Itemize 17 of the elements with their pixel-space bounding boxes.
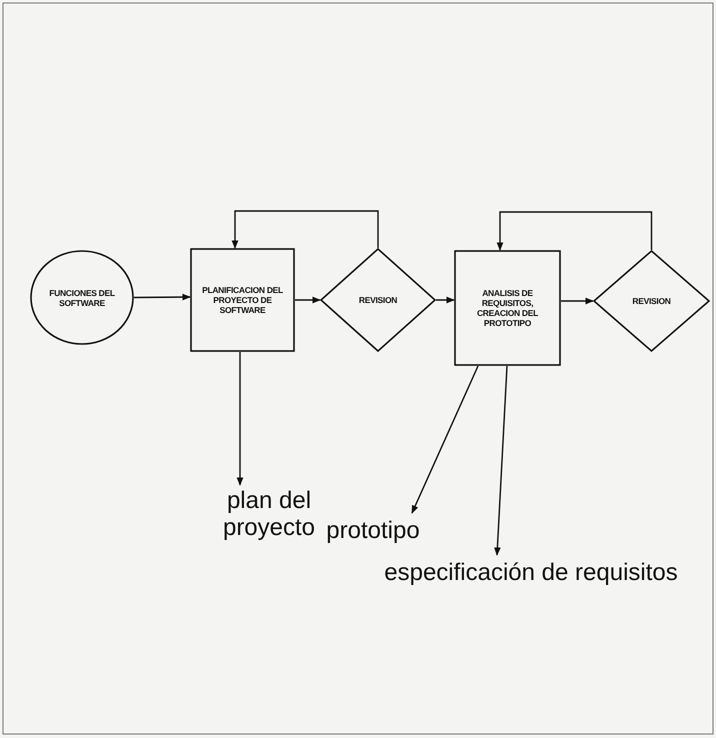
node-label: REVISION xyxy=(631,296,672,306)
arrow xyxy=(295,296,321,304)
arrow xyxy=(436,296,455,304)
node-label: REVISION xyxy=(358,295,398,305)
output-label: prototipo xyxy=(326,516,420,544)
output-label: especificación de requisitos xyxy=(384,558,678,586)
arrow xyxy=(134,294,191,300)
arrow xyxy=(232,210,379,249)
node-label: ANALISIS DE REQUISITOS, CREACION DEL PROTOTIPO xyxy=(476,288,540,328)
node-label: PLANIFICACION DEL PROYECTO DE SOFTWARE xyxy=(201,285,284,315)
output-label: plan del proyecto xyxy=(222,487,316,541)
node-label: FUNCIONES DEL SOFTWARE xyxy=(48,288,116,308)
arrow xyxy=(411,366,479,514)
arrow xyxy=(494,366,508,556)
arrow xyxy=(236,352,244,486)
arrow xyxy=(561,298,594,304)
arrow xyxy=(496,211,652,251)
